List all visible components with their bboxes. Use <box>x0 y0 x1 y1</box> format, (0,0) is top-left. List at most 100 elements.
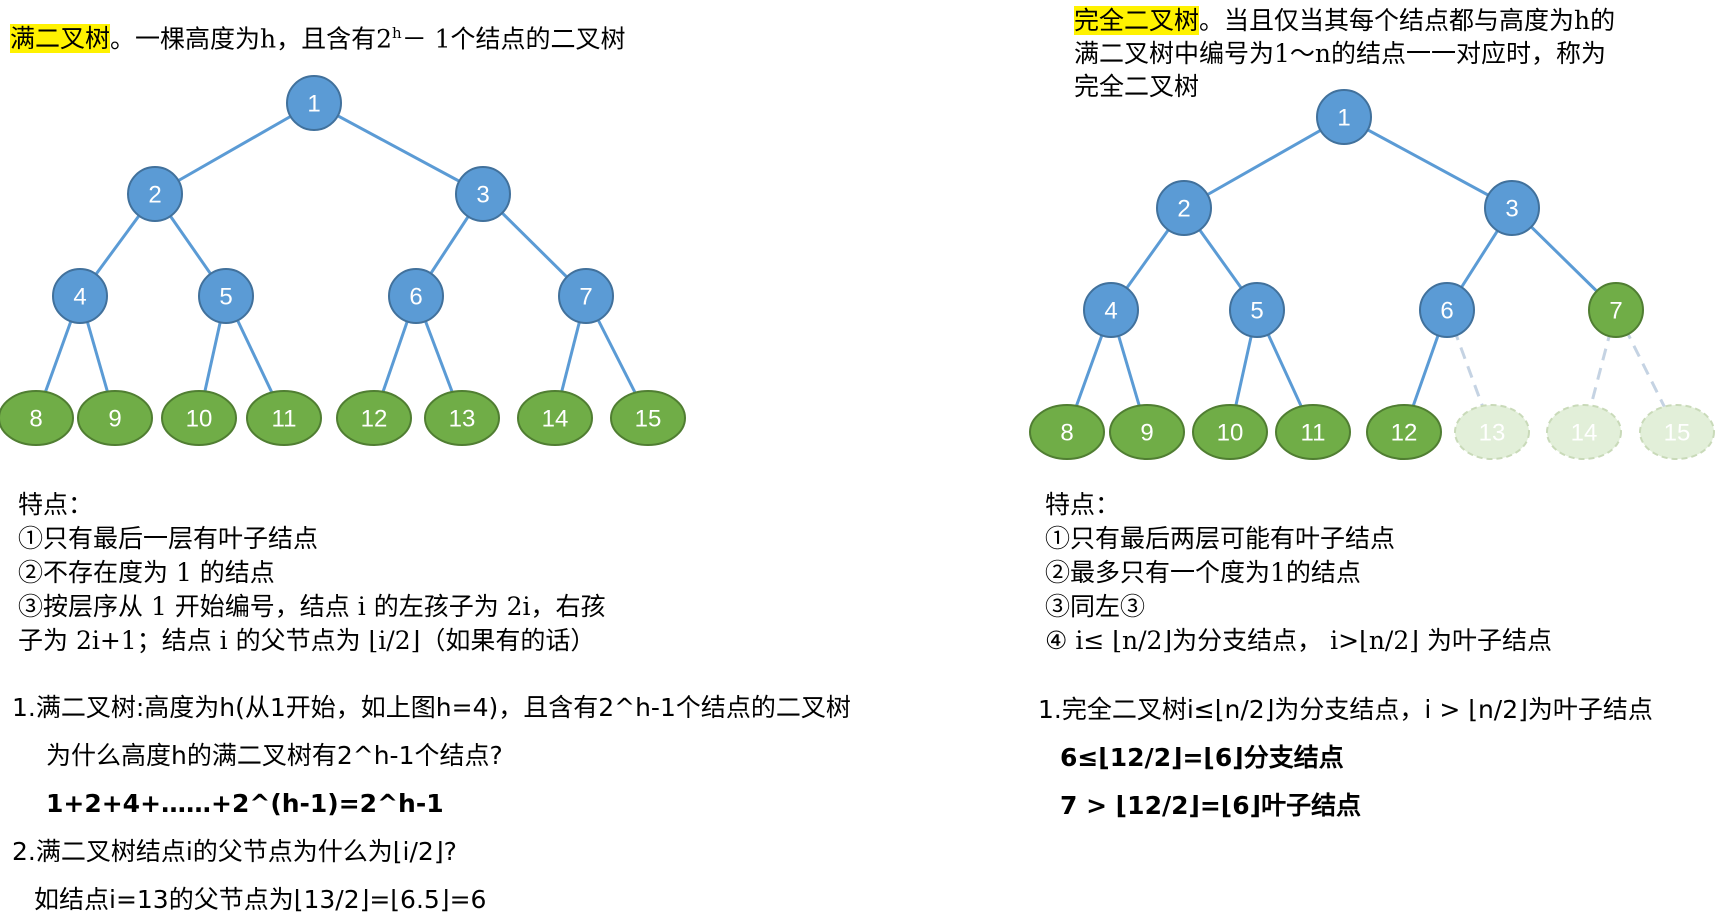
left-note-3: 2.满二叉树结点i的父节点为什么为⌊i/2⌋? <box>12 837 457 866</box>
right-tree-node-label-14: 14 <box>1571 420 1598 447</box>
right-title-line2: 满二叉树中编号为1～n的结点一一对应时，称为 <box>1074 39 1607 68</box>
right-tree-node-label-7: 7 <box>1609 298 1622 325</box>
right-title-line3: 完全二叉树 <box>1074 72 1200 101</box>
right-tree-node-2: 2 <box>1156 180 1212 236</box>
left-note-4: 如结点i=13的父节点为⌊13/2⌋=⌊6.5⌋=6 <box>34 885 487 914</box>
right-tree-node-14: 14 <box>1546 404 1622 460</box>
right-tree-node-circle-14 <box>1546 404 1622 460</box>
left-tree-node-label-5: 5 <box>219 284 232 311</box>
right-note-0: 1.完全二叉树i≤⌊n/2⌋为分支结点，i > ⌊n/2⌋为叶子结点 <box>1038 695 1653 724</box>
right-tree-node-9: 9 <box>1109 404 1185 460</box>
right-tree-edge-1-3 <box>1343 115 1513 210</box>
left-tree-node-circle-9 <box>77 390 153 446</box>
right-tree-node-label-1: 1 <box>1337 105 1350 132</box>
right-tree-node-5: 5 <box>1229 282 1285 338</box>
left-tree-edge-1-3 <box>313 101 484 196</box>
right-feature-2: ②最多只有一个度为1的结点 <box>1045 558 1361 587</box>
left-title-sup: h <box>392 24 402 42</box>
left-tree-node-label-13: 13 <box>449 406 476 433</box>
left-tree-node-circle-7 <box>558 268 614 324</box>
right-tree-node-label-2: 2 <box>1177 196 1190 223</box>
left-tree-node-circle-10 <box>161 390 237 446</box>
right-tree-node-label-6: 6 <box>1440 298 1453 325</box>
right-feature-0: 特点： <box>1045 490 1121 519</box>
left-tree-node-circle-15 <box>610 390 686 446</box>
right-tree-node-6: 6 <box>1419 282 1475 338</box>
left-tree-node-circle-3 <box>455 166 511 222</box>
right-tree-node-circle-2 <box>1156 180 1212 236</box>
right-tree-node-12: 12 <box>1366 404 1442 460</box>
left-tree-node-label-4: 4 <box>73 284 86 311</box>
left-tree-edge-1-2 <box>154 101 315 196</box>
right-tree-node-circle-11 <box>1275 404 1351 460</box>
left-tree-node-label-3: 3 <box>476 182 489 209</box>
right-tree-node-circle-5 <box>1229 282 1285 338</box>
left-note-2: 1+2+4+……+2^(h-1)=2^h-1 <box>46 789 444 818</box>
left-feature-3: ③按层序从 1 开始编号，结点 i 的左孩子为 2i，右孩 <box>18 592 606 621</box>
left-tree-node-8: 8 <box>0 390 74 446</box>
right-features: 特点： ①只有最后两层可能有叶子结点 ②最多只有一个度为1的结点 ③同左③ ④ … <box>1045 488 1552 658</box>
left-tree-node-10: 10 <box>161 390 237 446</box>
left-title: 满二叉树。一棵高度为h，且含有2h－ 1个结点的二叉树 <box>10 16 626 56</box>
right-tree-node-circle-10 <box>1192 404 1268 460</box>
left-tree-node-label-6: 6 <box>409 284 422 311</box>
right-tree-node-13: 13 <box>1454 404 1530 460</box>
right-tree-node-circle-1 <box>1316 89 1372 145</box>
right-tree-node-circle-6 <box>1419 282 1475 338</box>
right-tree-node-7: 7 <box>1588 282 1644 338</box>
right-note-1: 6≤⌊12/2⌋=⌊6⌋分支结点 <box>1060 743 1344 772</box>
right-tree-node-10: 10 <box>1192 404 1268 460</box>
right-tree-node-label-10: 10 <box>1217 420 1244 447</box>
left-tree-node-3: 3 <box>455 166 511 222</box>
left-tree-node-label-14: 14 <box>542 406 569 433</box>
left-tree-node-circle-5 <box>198 268 254 324</box>
right-tree-node-label-8: 8 <box>1060 420 1073 447</box>
right-tree-node-3: 3 <box>1484 180 1540 236</box>
right-tree-node-circle-15 <box>1639 404 1715 460</box>
left-tree-node-label-11: 11 <box>272 406 297 433</box>
left-tree-node-11: 11 <box>246 390 322 446</box>
left-tree-node-label-12: 12 <box>361 406 388 433</box>
left-tree-node-circle-11 <box>246 390 322 446</box>
left-tree-node-12: 12 <box>336 390 412 446</box>
right-note-2: 7 > ⌊12/2⌋=⌊6⌋叶子结点 <box>1060 791 1362 820</box>
right-tree-node-15: 15 <box>1639 404 1715 460</box>
left-features: 特点： ①只有最后一层有叶子结点 ②不存在度为 1 的结点 ③按层序从 1 开始… <box>18 488 606 658</box>
right-tree-edge-1-2 <box>1183 115 1345 210</box>
left-title-text: 。一棵高度为h，且含有2 <box>110 24 393 54</box>
left-tree-node-4: 4 <box>52 268 108 324</box>
right-tree-node-label-9: 9 <box>1140 420 1153 447</box>
right-title-line1: 。当且仅当其每个结点都与高度为h的 <box>1199 6 1616 35</box>
right-feature-3: ③同左③ <box>1045 592 1146 621</box>
left-tree-node-circle-4 <box>52 268 108 324</box>
right-tree-node-label-3: 3 <box>1505 196 1518 223</box>
left-note-1: 为什么高度h的满二叉树有2^h-1个结点? <box>46 741 503 770</box>
left-tree-node-circle-12 <box>336 390 412 446</box>
left-tree-node-circle-1 <box>286 75 342 131</box>
right-tree-node-circle-3 <box>1484 180 1540 236</box>
left-tree-node-label-9: 9 <box>108 406 121 433</box>
left-note-0: 1.满二叉树:高度为h(从1开始，如上图h=4)，且含有2^h-1个结点的二叉树 <box>12 693 851 722</box>
full-binary-tree-term: 满二叉树 <box>10 24 111 54</box>
right-tree-node-1: 1 <box>1316 89 1372 145</box>
left-tree-node-circle-14 <box>517 390 593 446</box>
left-feature-0: 特点： <box>18 490 94 519</box>
right-tree-node-circle-13 <box>1454 404 1530 460</box>
right-feature-4: ④ i≤ ⌊n/2⌋为分支结点， i>⌊n/2⌋ 为叶子结点 <box>1045 626 1552 655</box>
right-tree-node-label-5: 5 <box>1250 298 1263 325</box>
right-tree-node-circle-7 <box>1588 282 1644 338</box>
complete-binary-tree-term: 完全二叉树 <box>1074 6 1200 35</box>
left-tree-node-circle-2 <box>127 166 183 222</box>
left-tree-node-9: 9 <box>77 390 153 446</box>
right-title: 完全二叉树。当且仅当其每个结点都与高度为h的 满二叉树中编号为1～n的结点一一对… <box>1074 4 1615 103</box>
left-tree-node-circle-8 <box>0 390 74 446</box>
left-tree-node-7: 7 <box>558 268 614 324</box>
left-tree-node-13: 13 <box>424 390 500 446</box>
right-tree-node-circle-8 <box>1029 404 1105 460</box>
left-tree-node-label-2: 2 <box>148 182 161 209</box>
right-tree-node-circle-9 <box>1109 404 1185 460</box>
left-tree-node-2: 2 <box>127 166 183 222</box>
left-tree-node-6: 6 <box>388 268 444 324</box>
left-tree-node-label-1: 1 <box>307 91 320 118</box>
